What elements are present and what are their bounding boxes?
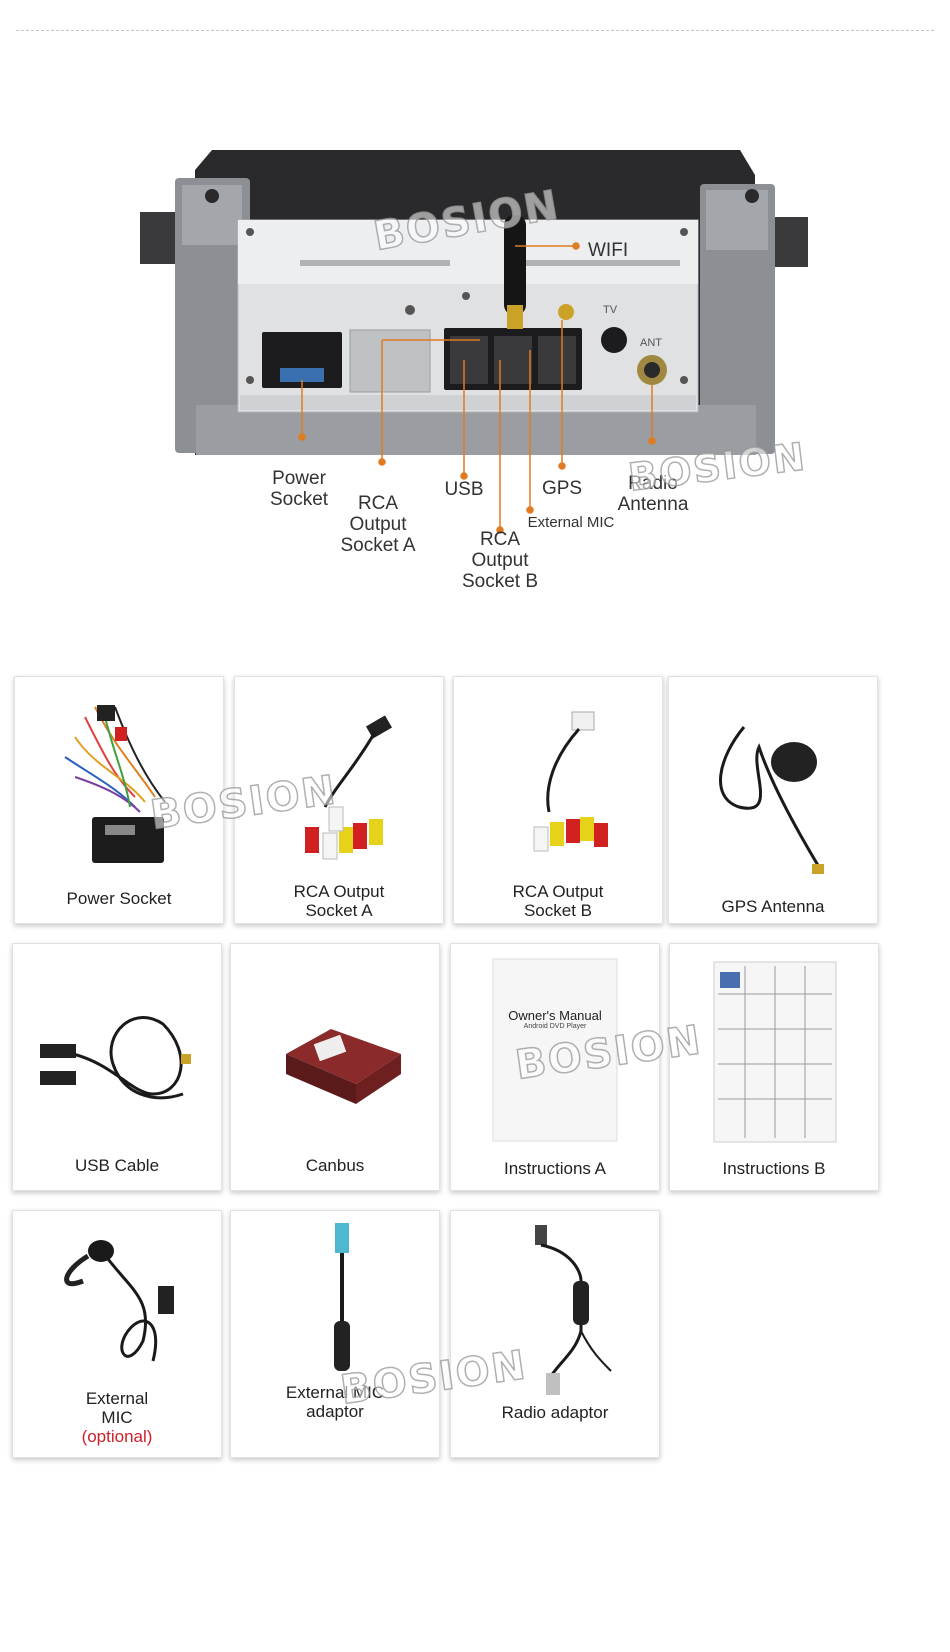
rca-cable-b-image	[533, 711, 608, 852]
mic-adaptor-image	[334, 1223, 350, 1371]
power-harness-image	[64, 705, 166, 863]
instructions-b-image	[713, 961, 837, 1143]
wifi-label: WIFI	[588, 240, 629, 261]
card-label: Power Socket	[66, 889, 172, 908]
gps-label: GPS	[541, 478, 583, 499]
card-label: Radio adaptor	[501, 1403, 609, 1422]
rca-cable-a-image	[305, 715, 393, 860]
optional-note: (optional)	[81, 1427, 153, 1446]
canbus-box-image	[286, 1029, 401, 1104]
accessory-card-power-socket: Power Socket	[14, 676, 224, 924]
external-mic-image	[64, 1240, 174, 1362]
card-label: Canbus	[305, 1156, 365, 1175]
top-divider	[16, 30, 934, 31]
manual-subtitle: Android DVD Player	[523, 1023, 587, 1030]
accessory-card-gps-antenna: GPS Antenna	[668, 676, 878, 924]
gps-antenna-image	[719, 726, 824, 874]
card-label: Instructions B	[722, 1159, 826, 1178]
accessory-card-instructions-b: Instructions B	[669, 943, 879, 1191]
usb-label: USB	[444, 479, 484, 500]
accessory-card-instructions-a: Owner's Manual Android DVD Player Instru…	[450, 943, 660, 1191]
accessory-card-canbus: Canbus	[230, 943, 440, 1191]
card-label: Instructions A	[503, 1159, 607, 1178]
radio-adaptor-image	[535, 1225, 612, 1395]
instructions-a-image	[492, 958, 618, 1142]
panel-tv-label: TV	[603, 304, 618, 316]
usb-cable-image	[40, 1016, 191, 1100]
external-mic-label: External MIC	[527, 514, 615, 531]
card-label: GPS Antenna	[721, 897, 825, 916]
accessory-card-usb-cable: USB Cable	[12, 943, 222, 1191]
head-unit-illustration	[140, 150, 808, 534]
panel-ant-label: ANT	[640, 337, 662, 349]
card-label: USB Cable	[74, 1156, 160, 1175]
manual-title: Owner's Manual	[508, 1008, 602, 1023]
accessory-card-radio-adaptor: Radio adaptor	[450, 1210, 660, 1458]
